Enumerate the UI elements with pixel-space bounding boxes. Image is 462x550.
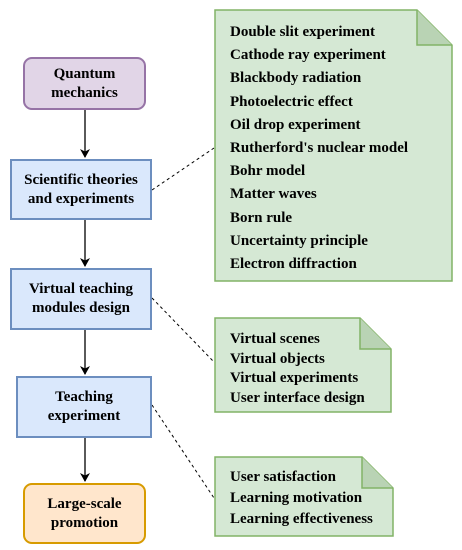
note-item: Learning effectiveness (230, 511, 373, 527)
note-item: Learning motivation (230, 490, 363, 506)
quantum-mechanics-label: Quantum mechanics (51, 65, 118, 101)
note-item: Electron diffraction (230, 256, 357, 273)
teaching-experiment-box: Teaching experiment (16, 376, 152, 438)
note-item: Virtual objects (230, 350, 325, 367)
note-item: Cathode ray experiment (230, 47, 386, 64)
note-item: Matter waves (230, 186, 317, 203)
dotted-link-theories-to-experiments (151, 147, 215, 191)
large-scale-promotion-label: Large-scale promotion (47, 495, 122, 531)
note-item: Blackbody radiation (230, 70, 362, 87)
note-item: Virtual experiments (230, 370, 359, 386)
teaching-experiment-label: Teaching experiment (47, 389, 121, 424)
dotted-link-modules-to-modules-note (151, 297, 215, 363)
virtual-teaching-modules-label: Virtual teaching modules design (28, 281, 134, 316)
note-item: Rutherford's nuclear model (230, 140, 409, 157)
outcomes-note-shape (214, 456, 394, 537)
large-scale-promotion-box: Large-scale promotion (23, 483, 146, 544)
note-item: Double slit experiment (230, 24, 375, 40)
note-item: Virtual scenes (230, 331, 320, 347)
scientific-theories-label: Scientific theories and experiments (24, 171, 138, 207)
scientific-theories-box: Scientific theories and experiments (10, 159, 152, 220)
dotted-link-teaching-to-outcomes (151, 404, 215, 499)
experiments-note-shape (214, 9, 453, 282)
note-item: Photoelectric effect (230, 93, 353, 110)
note-item: User satisfaction (230, 469, 336, 485)
note-item: Oil drop experiment (230, 116, 361, 133)
modules-note-shape (214, 317, 392, 413)
note-item: User interface design (230, 389, 365, 406)
note-item: Uncertainty principle (230, 232, 368, 249)
note-item: Born rule (230, 209, 293, 226)
quantum-mechanics-box: Quantum mechanics (23, 57, 146, 110)
note-item: Bohr model (230, 163, 306, 180)
virtual-teaching-modules-box: Virtual teaching modules design (10, 268, 152, 330)
